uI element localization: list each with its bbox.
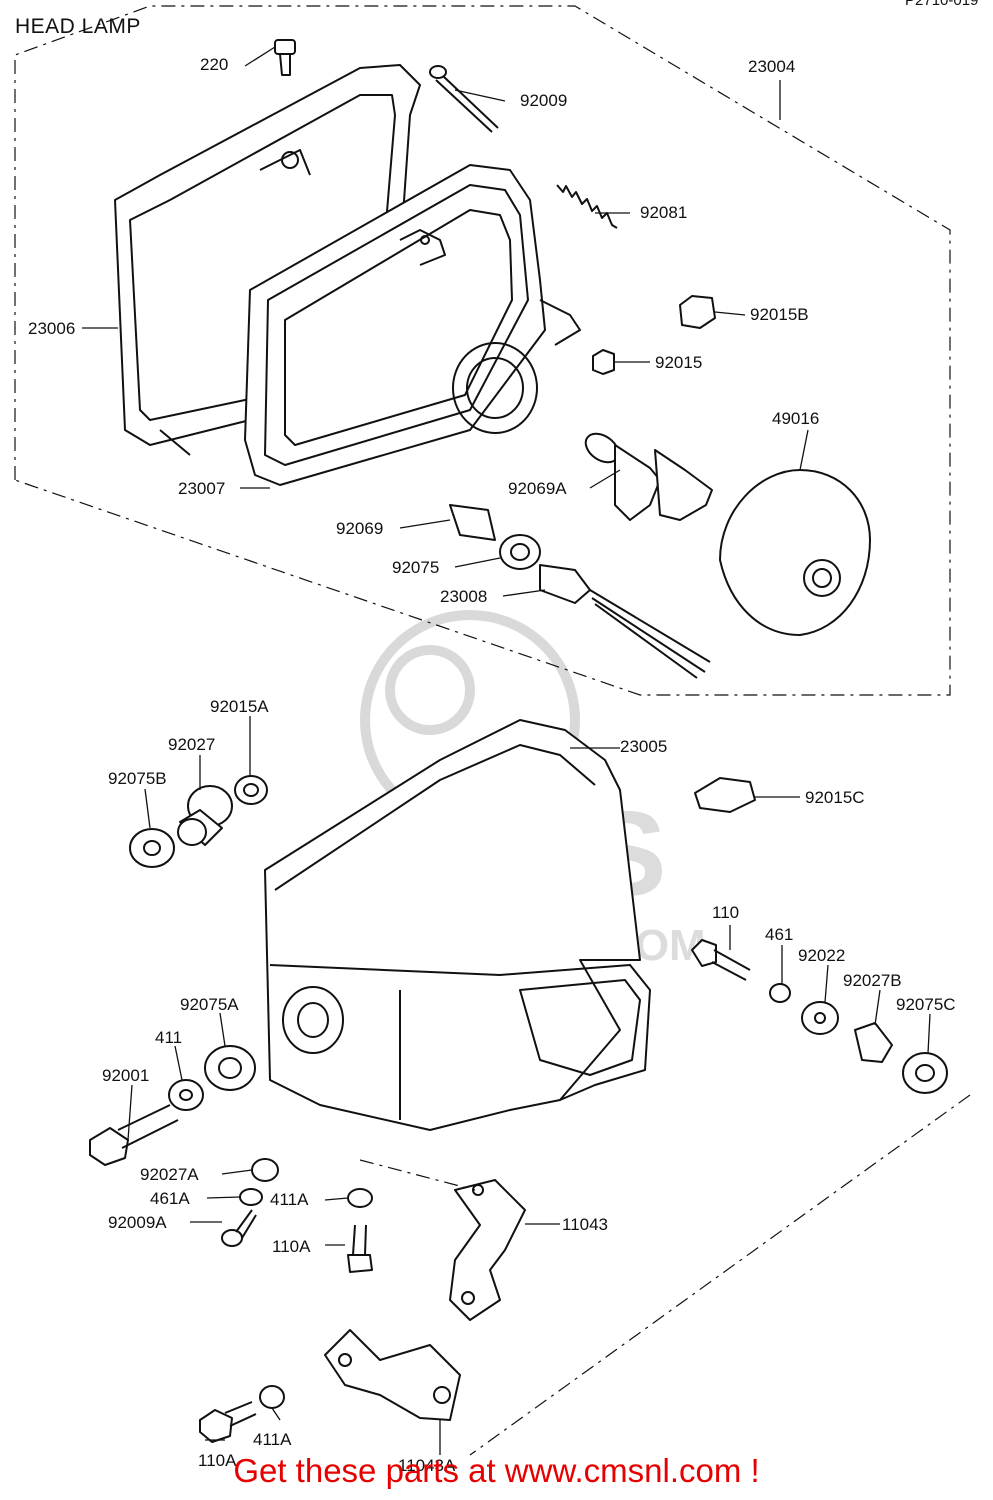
part-label-92015A: 92015A [210, 697, 269, 716]
part-label-92075A: 92075A [180, 995, 239, 1014]
part-label-92015: 92015 [655, 353, 702, 372]
part-label-92027B: 92027B [843, 971, 902, 990]
part-label-11043: 11043 [562, 1215, 608, 1234]
bolt-110A [347, 1224, 373, 1273]
collar-92027 [177, 785, 233, 846]
part-label-92027A: 92027A [140, 1165, 199, 1184]
grommet-92075A [204, 1045, 256, 1091]
part-label-92015B: 92015B [750, 305, 809, 324]
boot-49016 [719, 469, 871, 636]
assembly-line-lower [469, 1094, 971, 1456]
grommet-92075B [129, 828, 175, 868]
part-label-92081: 92081 [640, 203, 687, 222]
part-label-11043A: 11043A [398, 1456, 456, 1475]
part-label-92009A: 92009A [108, 1213, 167, 1232]
part-label-92075C: 92075C [896, 995, 956, 1014]
socket-23008 [539, 564, 711, 679]
grommet-92075C [902, 1052, 948, 1094]
bulb-92069 [449, 504, 496, 541]
part-label-23008: 23008 [440, 587, 487, 606]
leader-lines [82, 46, 931, 1455]
part-label-461: 461 [765, 925, 793, 944]
part-label-461A: 461A [150, 1189, 190, 1208]
washer-411 [168, 1079, 204, 1111]
washer-461A [239, 1188, 263, 1206]
part-label-23006: 23006 [28, 319, 75, 338]
bracket-11043A [324, 1329, 461, 1421]
part-label-92027: 92027 [168, 735, 215, 754]
part-label-110A: 110A [272, 1237, 311, 1256]
part-label-92069A: 92069A [508, 479, 567, 498]
part-label-23007: 23007 [178, 479, 225, 498]
grommet-92075 [499, 534, 541, 570]
part-label-23005: 23005 [620, 737, 667, 756]
part-label-92015C: 92015C [805, 788, 865, 807]
washer-411A-lower [259, 1385, 285, 1409]
reference-code: P2710-019 [905, 0, 979, 9]
part-label-110A-lower: 110A [198, 1451, 237, 1470]
part-label-92022: 92022 [798, 946, 845, 965]
part-label-23004: 23004 [748, 57, 795, 76]
part-label-92075B: 92075B [108, 769, 167, 788]
collar-92027A [251, 1158, 279, 1182]
assembly-line-bracket [359, 1159, 476, 1191]
bolt-110A-lower [199, 1401, 257, 1443]
promo-link[interactable]: Get these parts at www.cmsnl.com ! [233, 1452, 760, 1489]
bolt-110 [691, 939, 751, 981]
washer-461 [769, 983, 791, 1003]
screw-92009A [221, 1209, 257, 1247]
part-label-411A-lower: 411A [253, 1430, 292, 1449]
part-label-92001: 92001 [102, 1066, 149, 1085]
washer-92022 [801, 1001, 839, 1035]
part-label-411: 411 [155, 1028, 182, 1047]
part-label-92075: 92075 [392, 558, 439, 577]
part-label-92069: 92069 [336, 519, 383, 538]
part-labels: 220 92009 23004 92081 23006 92015B 92015… [28, 55, 956, 1475]
nut-92015C [694, 777, 756, 813]
part-label-411A: 411A [270, 1190, 309, 1209]
screw-220 [274, 39, 296, 76]
bracket-11043 [449, 1179, 526, 1321]
lens-unit-23007 [244, 164, 581, 486]
bolt-92001 [89, 1104, 179, 1166]
part-label-92009: 92009 [520, 91, 567, 110]
part-label-49016: 49016 [772, 409, 819, 428]
collar-92027B [854, 1022, 893, 1063]
part-label-110: 110 [712, 903, 739, 922]
bulb-92069A [584, 432, 713, 521]
spring-92081 [556, 184, 618, 229]
screw-92009 [429, 65, 499, 133]
washer-411A [347, 1188, 373, 1208]
part-label-220: 220 [200, 55, 228, 74]
nut-92015B [679, 295, 716, 329]
nut-92015 [592, 349, 615, 375]
upper-assembly-boundary [14, 5, 951, 696]
nut-92015A [234, 775, 268, 805]
housing-23005 [264, 719, 651, 1131]
